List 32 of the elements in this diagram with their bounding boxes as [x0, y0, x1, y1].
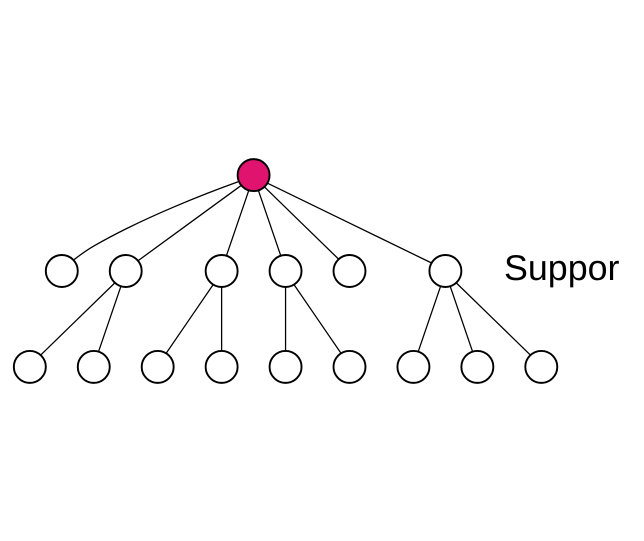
node-circle	[204, 254, 239, 288]
connector	[264, 186, 340, 260]
connector	[268, 182, 432, 263]
connector	[456, 282, 531, 355]
connector	[284, 286, 286, 350]
node-circle	[396, 349, 430, 384]
label: Suppor	[504, 247, 620, 288]
node-circle	[332, 254, 366, 288]
connector	[166, 284, 214, 354]
node-circle	[140, 349, 175, 384]
node-circle	[108, 254, 143, 288]
node-circle	[236, 158, 271, 192]
connector	[220, 286, 222, 350]
connector	[40, 282, 116, 355]
connector	[294, 284, 342, 354]
node-circle	[268, 349, 302, 384]
node-circle	[332, 349, 366, 384]
connector	[98, 286, 122, 352]
node-circle	[460, 349, 494, 384]
node-circle	[12, 349, 47, 384]
node-circle	[524, 349, 558, 384]
node-circle	[428, 254, 462, 288]
node-circle	[76, 349, 111, 384]
connector	[138, 184, 242, 261]
connector	[450, 286, 474, 352]
connector	[258, 190, 282, 256]
connector	[418, 286, 442, 352]
node-circle	[44, 254, 79, 288]
connector	[226, 190, 250, 256]
node-circle	[204, 349, 239, 384]
node-circle	[268, 254, 302, 288]
connector	[73, 180, 239, 260]
